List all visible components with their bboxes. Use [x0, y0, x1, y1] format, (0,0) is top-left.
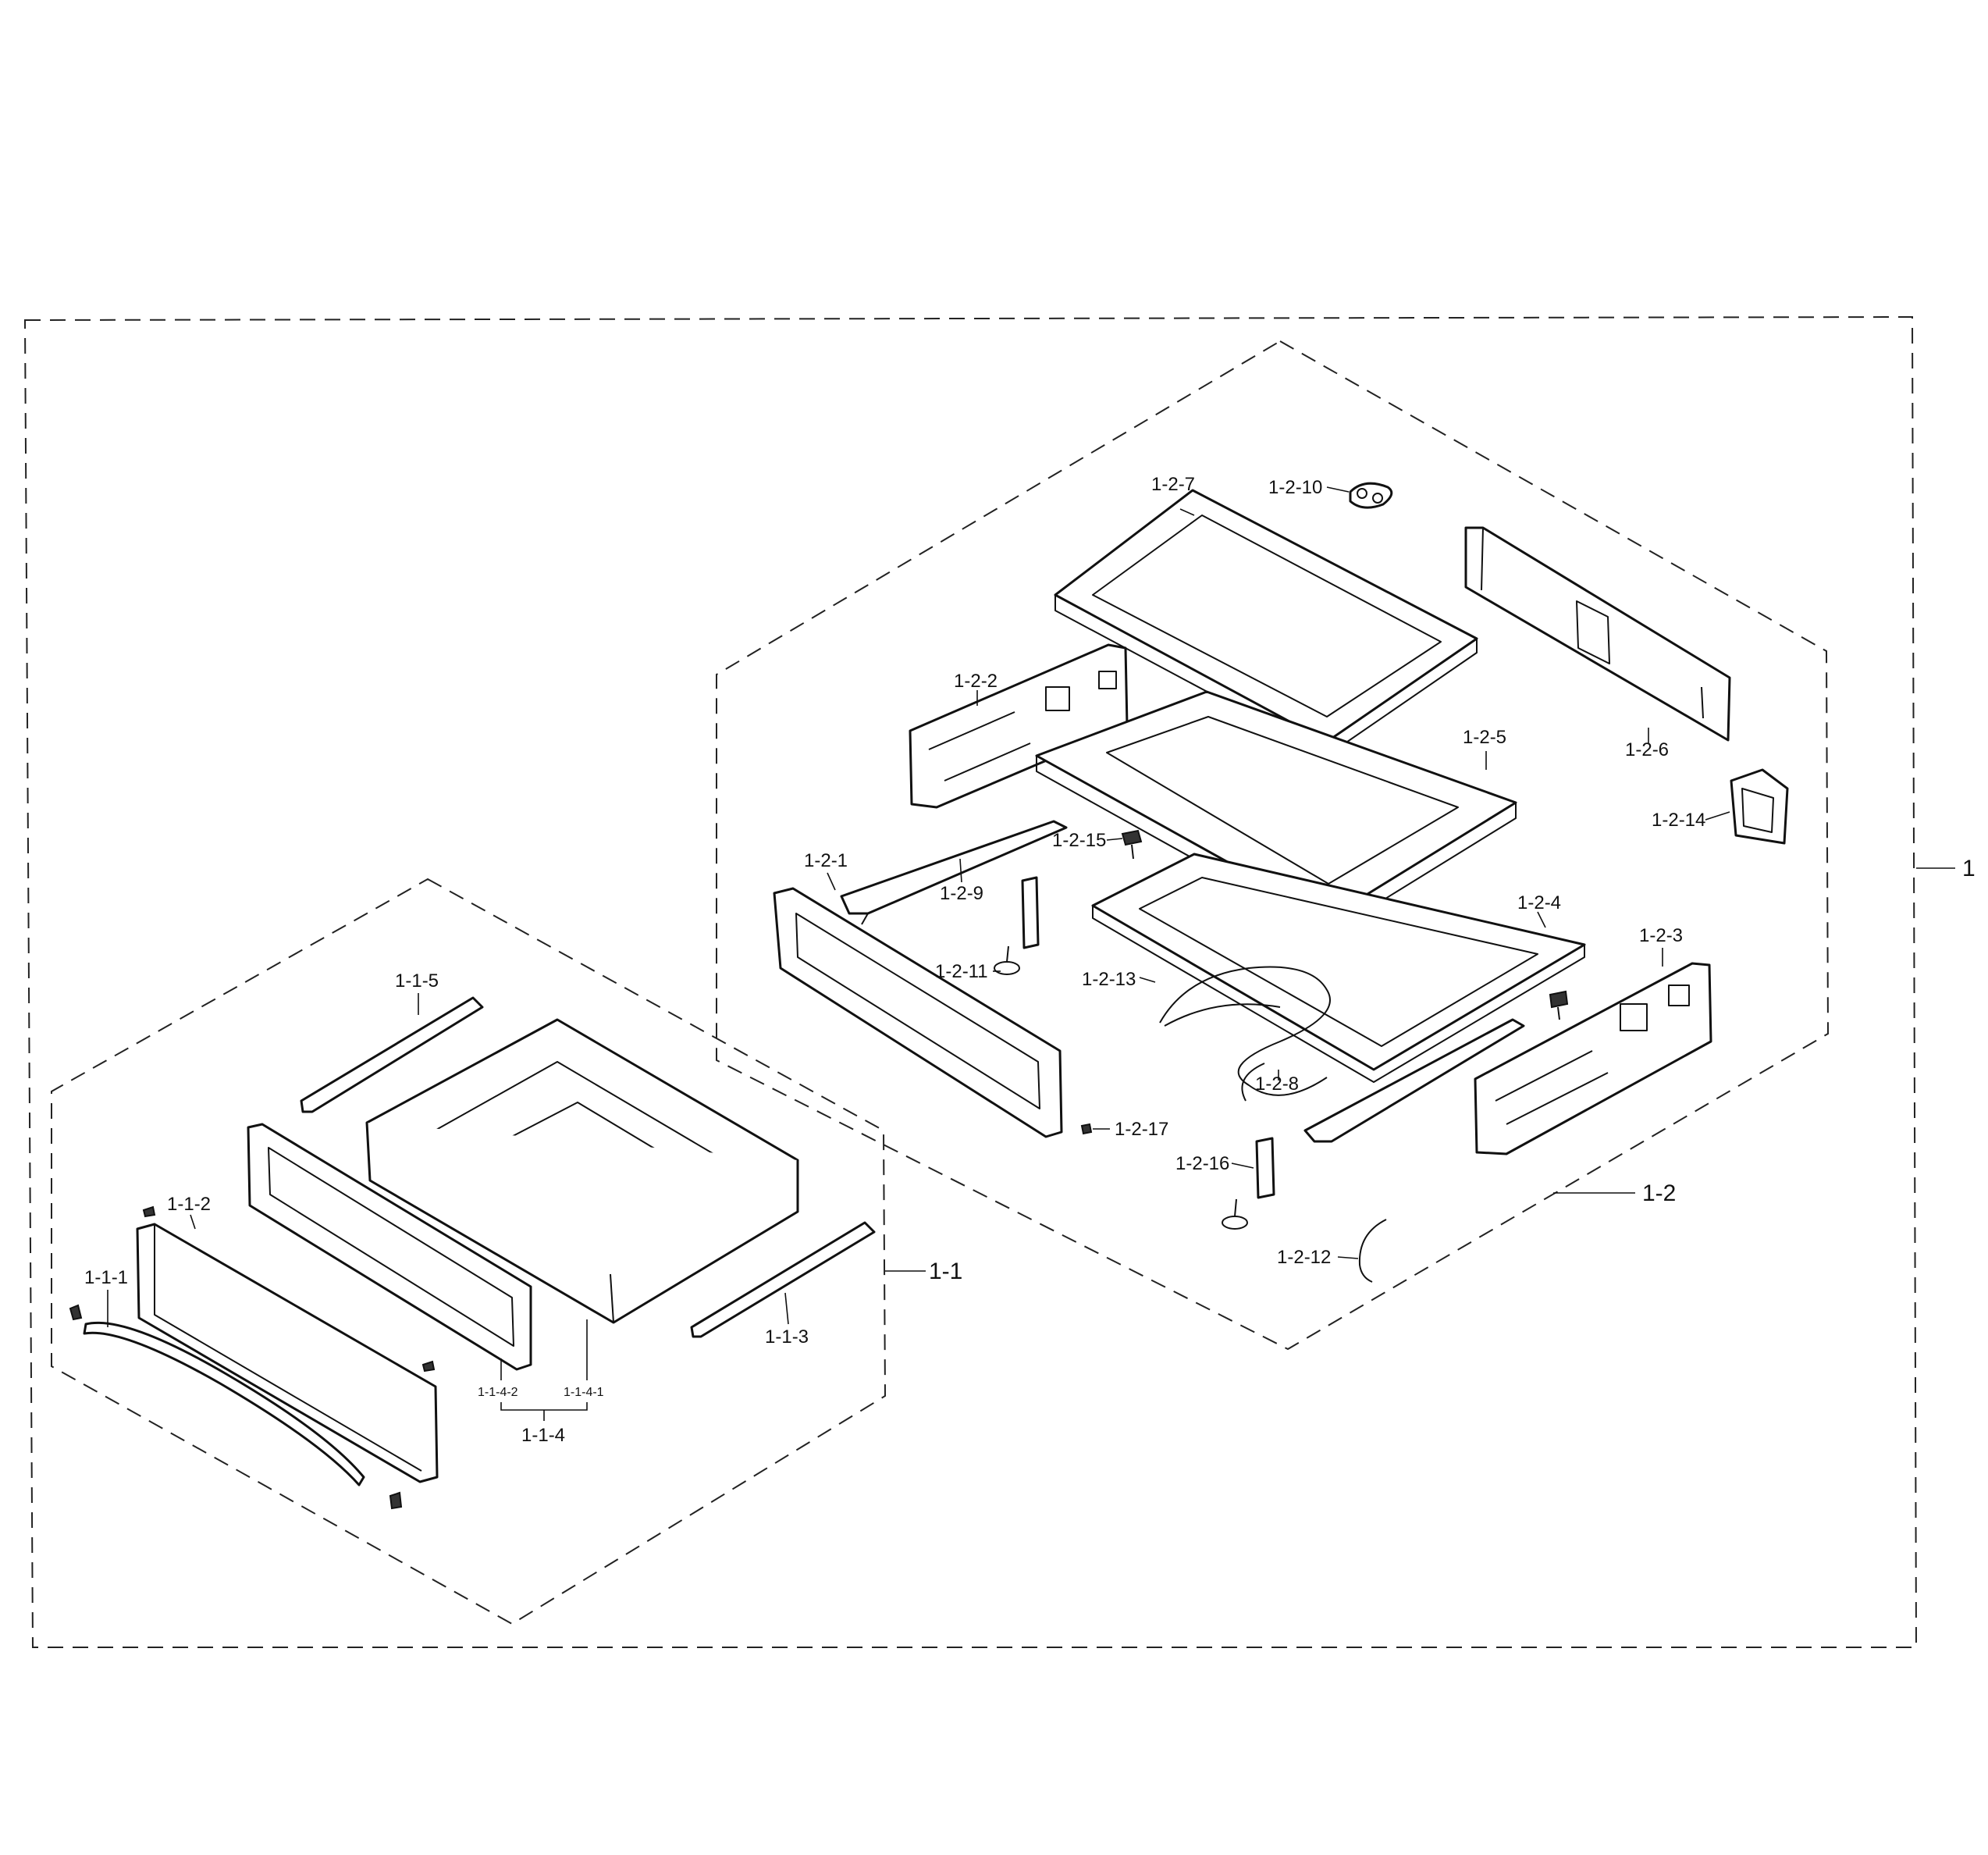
part-screw-small: [1549, 990, 1569, 1020]
part-1-2-6-rear-panel: [1464, 526, 1731, 742]
part-1-2-4-bottom-pan: [1091, 853, 1586, 1083]
leader-1-2-4: [1537, 911, 1546, 928]
part-right-rail: [1303, 1018, 1525, 1143]
leader-1-2-7: [1179, 508, 1195, 516]
callout-1-2-17: 1-2-17: [1115, 1119, 1168, 1140]
callout-1-2-15: 1-2-15: [1052, 830, 1106, 851]
part-1-2-3-right-side-panel: [1474, 962, 1712, 1155]
callout-1-2-7: 1-2-7: [1151, 474, 1195, 495]
leader-1-2-16: [1231, 1162, 1254, 1169]
callout-1-2-3: 1-2-3: [1639, 925, 1683, 946]
leader-1-2-14: [1705, 811, 1730, 821]
callout-1-2-2: 1-2-2: [954, 671, 998, 692]
callout-1-2-13: 1-2-13: [1082, 969, 1136, 990]
callout-1-2-14: 1-2-14: [1652, 810, 1705, 831]
callout-1: 1: [1962, 856, 1976, 881]
leader-1-2-13: [1139, 977, 1156, 983]
part-1-2-9-left-rail: [840, 820, 1068, 925]
callout-1-1-1: 1-1-1: [84, 1267, 128, 1288]
leader-1-2-15: [1106, 838, 1123, 841]
part-1-2-16-leg: [1222, 1137, 1275, 1230]
part-1-2-17-screw: [1080, 1123, 1093, 1135]
part-1-2-1-front-frame: [773, 887, 1063, 1138]
part-1-1-4-2-front-frame: [247, 1123, 532, 1371]
callout-1-1-5: 1-1-5: [395, 970, 439, 992]
callout-1-1-3: 1-1-3: [765, 1326, 809, 1348]
part-1-2-14-bracket: [1730, 768, 1789, 845]
part-1-2-11-leg: [994, 876, 1040, 975]
callout-1-1: 1-1: [929, 1259, 962, 1284]
callout-1-1-4-1: 1-1-4-1: [564, 1386, 604, 1399]
callout-1-2-12: 1-2-12: [1277, 1247, 1331, 1268]
part-1-2-10-gasket: [1349, 482, 1393, 509]
callout-1-2-16: 1-2-16: [1175, 1153, 1229, 1174]
callout-1-2-1: 1-2-1: [804, 850, 848, 871]
part-1-2-8-heating-element: [1159, 966, 1331, 1102]
callout-1-2-8: 1-2-8: [1255, 1073, 1299, 1095]
callout-1-1-4: 1-1-4: [521, 1425, 565, 1446]
part-1-1-2-drawer-front: [136, 1223, 439, 1483]
leader-1-2-10: [1326, 486, 1350, 493]
callout-1-2-6: 1-2-6: [1625, 739, 1669, 760]
callout-1-1-4-2: 1-1-4-2: [478, 1386, 518, 1399]
callout-1-2: 1-2: [1642, 1180, 1676, 1206]
leader-1-1-3: [784, 1292, 789, 1325]
leader-1-2-12: [1337, 1256, 1359, 1259]
group-1-1-boundary: [51, 878, 887, 1625]
callout-1-2-4: 1-2-4: [1517, 892, 1561, 913]
bracket-1-1-4: [500, 1402, 588, 1421]
callout-1-2-10: 1-2-10: [1268, 477, 1322, 498]
leader-1-2-1: [827, 872, 836, 891]
part-1-2-12-wire: [1358, 1219, 1387, 1283]
part-1-1-4-1-drawer-tub: [365, 1018, 799, 1324]
callout-1-2-11: 1-2-11: [935, 961, 988, 982]
part-1-1-5-top-rail: [300, 996, 484, 1113]
leader-1-1-2: [190, 1214, 196, 1230]
leader-1-2-9: [959, 858, 962, 883]
group-1-2-boundary: [716, 340, 1830, 1351]
callout-1-1-2: 1-1-2: [167, 1194, 211, 1215]
callout-1-2-5: 1-2-5: [1463, 727, 1506, 748]
part-1-1-3-side-rail: [690, 1221, 876, 1338]
assembly-1-boundary: [23, 315, 1918, 1648]
part-1-1-1-handle: [69, 1205, 436, 1510]
part-1-2-15-screw: [1121, 829, 1143, 860]
callout-1-2-9: 1-2-9: [940, 883, 983, 904]
